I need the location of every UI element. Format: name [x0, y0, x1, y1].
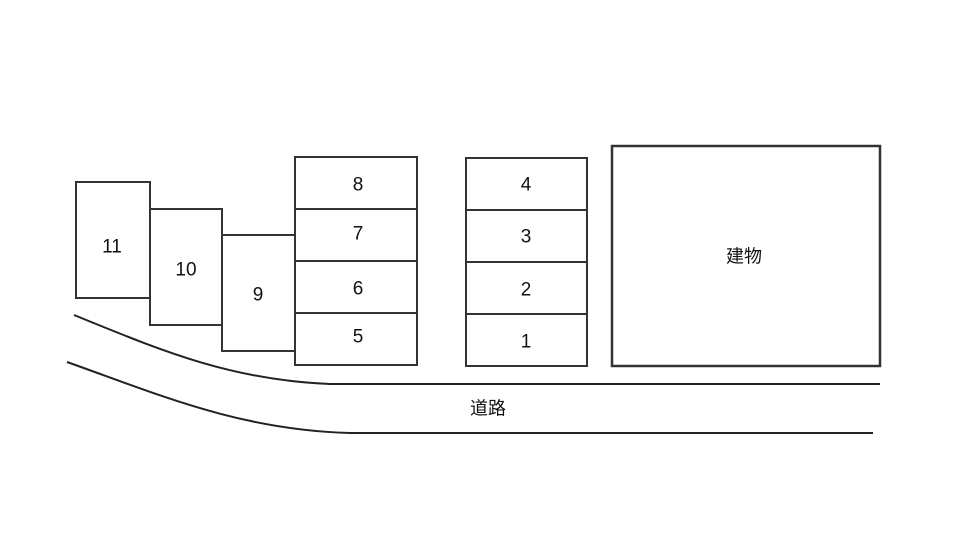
parking-space-11[interactable]	[75, 181, 151, 299]
parking-space-5-label: 5	[353, 327, 364, 348]
parking-space-1[interactable]	[465, 313, 588, 367]
parking-space-2-label: 2	[521, 280, 532, 301]
parking-space-9[interactable]	[221, 234, 296, 352]
parking-space-10[interactable]	[149, 208, 223, 326]
parking-space-11-label: 11	[102, 237, 122, 258]
road-label: 道路	[470, 399, 506, 420]
parking-column-middle: 8 7 6 5	[294, 156, 418, 366]
road-edge-upper	[73, 314, 880, 385]
building-label: 建物	[726, 247, 762, 268]
building	[610, 144, 882, 368]
parking-space-1-label: 1	[521, 332, 532, 353]
parking-space-7-label: 7	[353, 224, 364, 245]
parking-space-10-label: 10	[175, 260, 196, 281]
parking-space-4-label: 4	[521, 175, 532, 196]
parking-space-6[interactable]	[294, 260, 418, 314]
parking-space-8[interactable]	[294, 156, 418, 210]
road-edge-lower	[66, 361, 873, 434]
parking-space-4[interactable]	[465, 157, 588, 211]
parking-space-3-label: 3	[521, 227, 532, 248]
parking-space-6-label: 6	[353, 279, 364, 300]
parking-column-right: 4 3 2 1	[465, 157, 588, 367]
parking-space-8-label: 8	[353, 175, 364, 196]
parking-space-9-label: 9	[253, 285, 264, 306]
parking-stagger: 9 10 11	[75, 181, 296, 352]
